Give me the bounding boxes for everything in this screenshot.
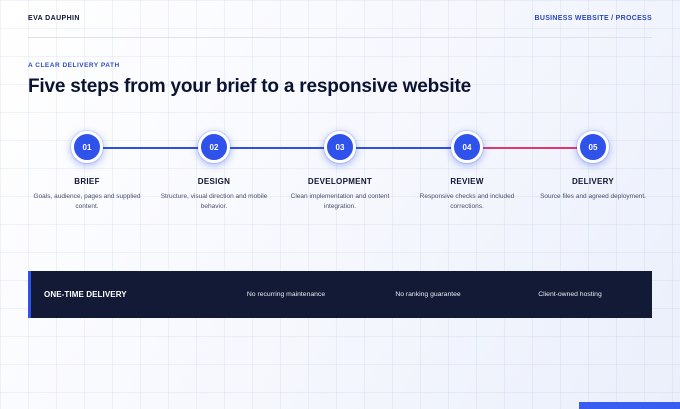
step-delivery: 05 DELIVERY Source files and agreed depl…: [528, 131, 658, 202]
breadcrumb: BUSINESS WEBSITE / PROCESS: [534, 15, 652, 22]
connector-line-1: [87, 147, 214, 149]
eyebrow-label: A CLEAR DELIVERY PATH: [28, 62, 120, 69]
banner-item-ranking: No ranking guarantee: [395, 291, 461, 298]
step-number-badge: 03: [324, 131, 356, 163]
step-label: DEVELOPMENT: [307, 177, 373, 186]
banner-item-hosting: Client-owned hosting: [538, 291, 602, 298]
step-review: 04 REVIEW Responsive checks and included…: [402, 131, 532, 211]
step-development: 03 DEVELOPMENT Clean implementation and …: [275, 131, 405, 211]
step-label: DESIGN: [197, 177, 231, 186]
connector-line-2: [214, 147, 340, 149]
step-description: Structure, visual direction and mobile b…: [160, 193, 268, 210]
connector-line-4: [467, 147, 593, 149]
banner-title: ONE-TIME DELIVERY: [44, 290, 127, 299]
step-number-badge: 05: [577, 131, 609, 163]
top-header: EVA DAUPHIN BUSINESS WEBSITE / PROCESS: [28, 0, 652, 38]
step-brief: 01 BRIEF Goals, audience, pages and supp…: [22, 131, 152, 211]
connector-line-3: [340, 147, 467, 149]
step-label: BRIEF: [74, 177, 100, 186]
step-design: 02 DESIGN Structure, visual direction an…: [149, 131, 279, 211]
page-title: Five steps from your brief to a responsi…: [28, 76, 471, 97]
step-description: Clean implementation and content integra…: [290, 193, 390, 210]
delivery-banner: ONE-TIME DELIVERY No recurring maintenan…: [28, 271, 652, 318]
step-number-badge: 01: [71, 131, 103, 163]
step-label: DELIVERY: [571, 177, 615, 186]
step-description: Responsive checks and included correctio…: [419, 193, 515, 210]
step-description: Source files and agreed deployment.: [540, 193, 646, 200]
brand-name: EVA DAUPHIN: [28, 15, 80, 22]
step-label: REVIEW: [450, 177, 484, 186]
step-description: Goals, audience, pages and supplied cont…: [33, 193, 141, 210]
step-number-badge: 02: [198, 131, 230, 163]
step-number-badge: 04: [451, 131, 483, 163]
banner-item-maintenance: No recurring maintenance: [246, 291, 326, 298]
corner-accent-bar: [579, 402, 680, 409]
process-timeline: 01 BRIEF Goals, audience, pages and supp…: [22, 131, 658, 211]
